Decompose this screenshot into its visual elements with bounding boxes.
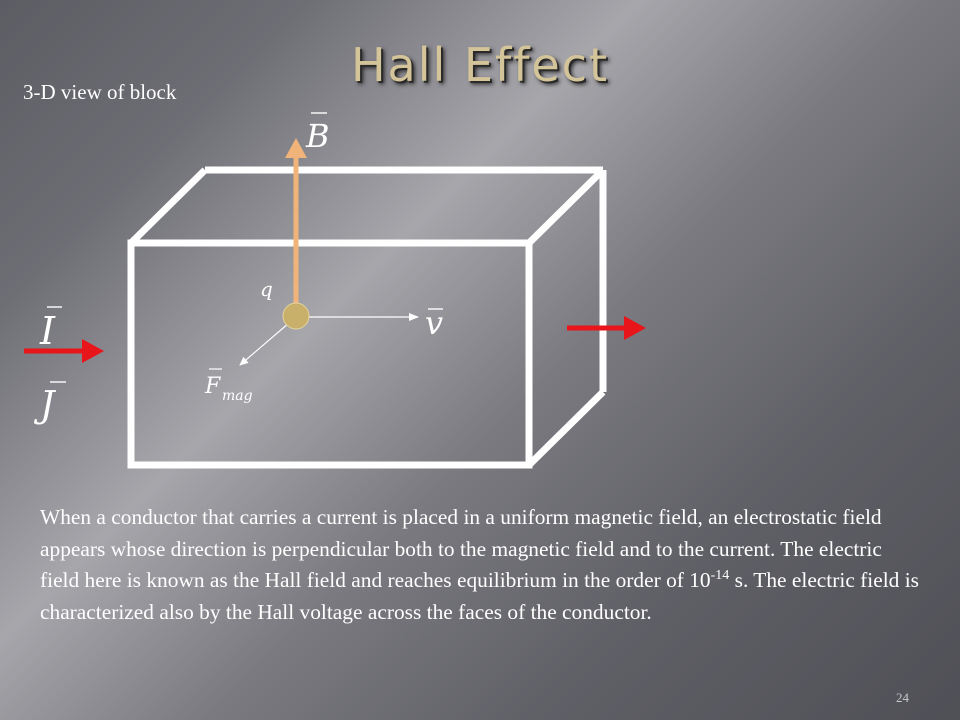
symbol-v: v <box>425 304 443 342</box>
label-J: J <box>33 381 66 426</box>
block-top-right-edge <box>526 167 606 246</box>
paragraph-text-1: When a conductor that carries a current … <box>40 505 882 592</box>
block-bottom-right-edge <box>526 389 606 468</box>
magnetic-field-arrow <box>285 138 307 312</box>
block-front-face <box>127 239 533 469</box>
charge-particle <box>282 302 310 330</box>
charge-label-q: q <box>260 277 273 301</box>
slide-title: Hall Effect <box>350 38 610 92</box>
block-outline <box>127 166 607 469</box>
paragraph-text-2: s. The electric field is characterized a… <box>40 568 919 624</box>
block-top-left-edge <box>128 167 208 246</box>
symbol-J: J <box>33 385 57 426</box>
explanation-paragraph: When a conductor that carries a current … <box>40 502 920 628</box>
page-number: 24 <box>896 690 909 705</box>
label-I: I <box>39 306 62 353</box>
label-F-mag: F mag <box>204 368 253 404</box>
diagram-caption: 3-D view of block <box>23 80 177 104</box>
label-B: B <box>305 112 330 155</box>
symbol-B: B <box>305 117 330 155</box>
label-v: v <box>425 304 443 342</box>
symbol-I: I <box>39 309 56 353</box>
symbol-F-subscript: mag <box>222 388 253 404</box>
exponent: -14 <box>710 567 730 583</box>
current-arrow-out <box>567 316 646 340</box>
current-arrow-in <box>24 339 104 363</box>
symbol-F: F <box>204 374 221 399</box>
